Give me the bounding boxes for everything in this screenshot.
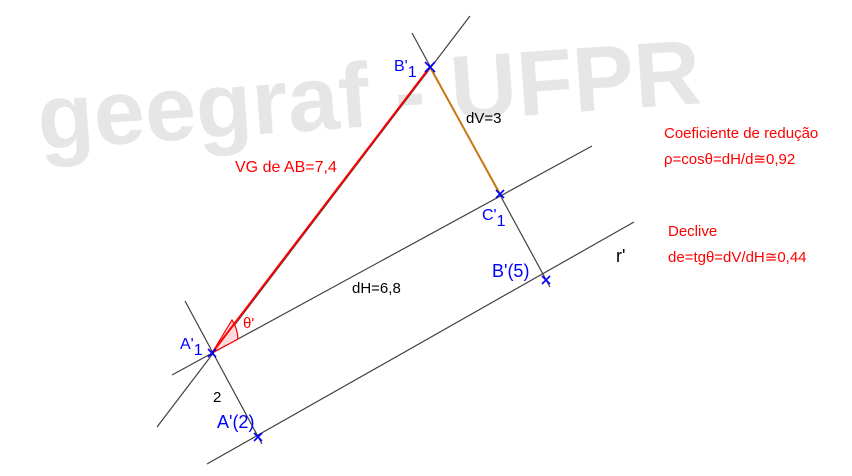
declive-formula: de=tgθ=dV/dH≅0,44	[668, 249, 807, 266]
label-C1: C'1	[482, 207, 506, 230]
coef-formula: ρ=cosθ=dH/d≅0,92	[664, 151, 795, 168]
label-true-length: VG de AB=7,4	[235, 159, 337, 176]
label-A2: A'(2)	[217, 412, 254, 432]
label-B5: B'(5)	[492, 261, 529, 281]
point-A2-marker	[253, 432, 263, 442]
point-A1-marker	[207, 348, 217, 358]
horizontal-line-dH	[171, 145, 593, 376]
vertical-difference-segment	[429, 66, 501, 195]
point-B5-marker	[541, 275, 551, 285]
label-A1: A'1	[180, 336, 203, 359]
point-C1-marker	[495, 189, 505, 199]
line-r-prime	[206, 221, 635, 465]
label-elevation-A: 2	[213, 389, 221, 406]
coef-title: Coeficiente de redução	[664, 125, 818, 142]
declive-title: Declive	[668, 223, 717, 240]
label-dH: dH=6,8	[352, 280, 401, 297]
label-dV: dV=3	[466, 110, 501, 127]
label-theta: θ'	[243, 315, 254, 332]
label-r: r'	[616, 246, 625, 266]
perpendicular-A	[184, 300, 263, 445]
label-B1: B'1	[394, 58, 417, 81]
true-length-AB	[211, 66, 431, 354]
point-B1-marker	[424, 61, 436, 73]
